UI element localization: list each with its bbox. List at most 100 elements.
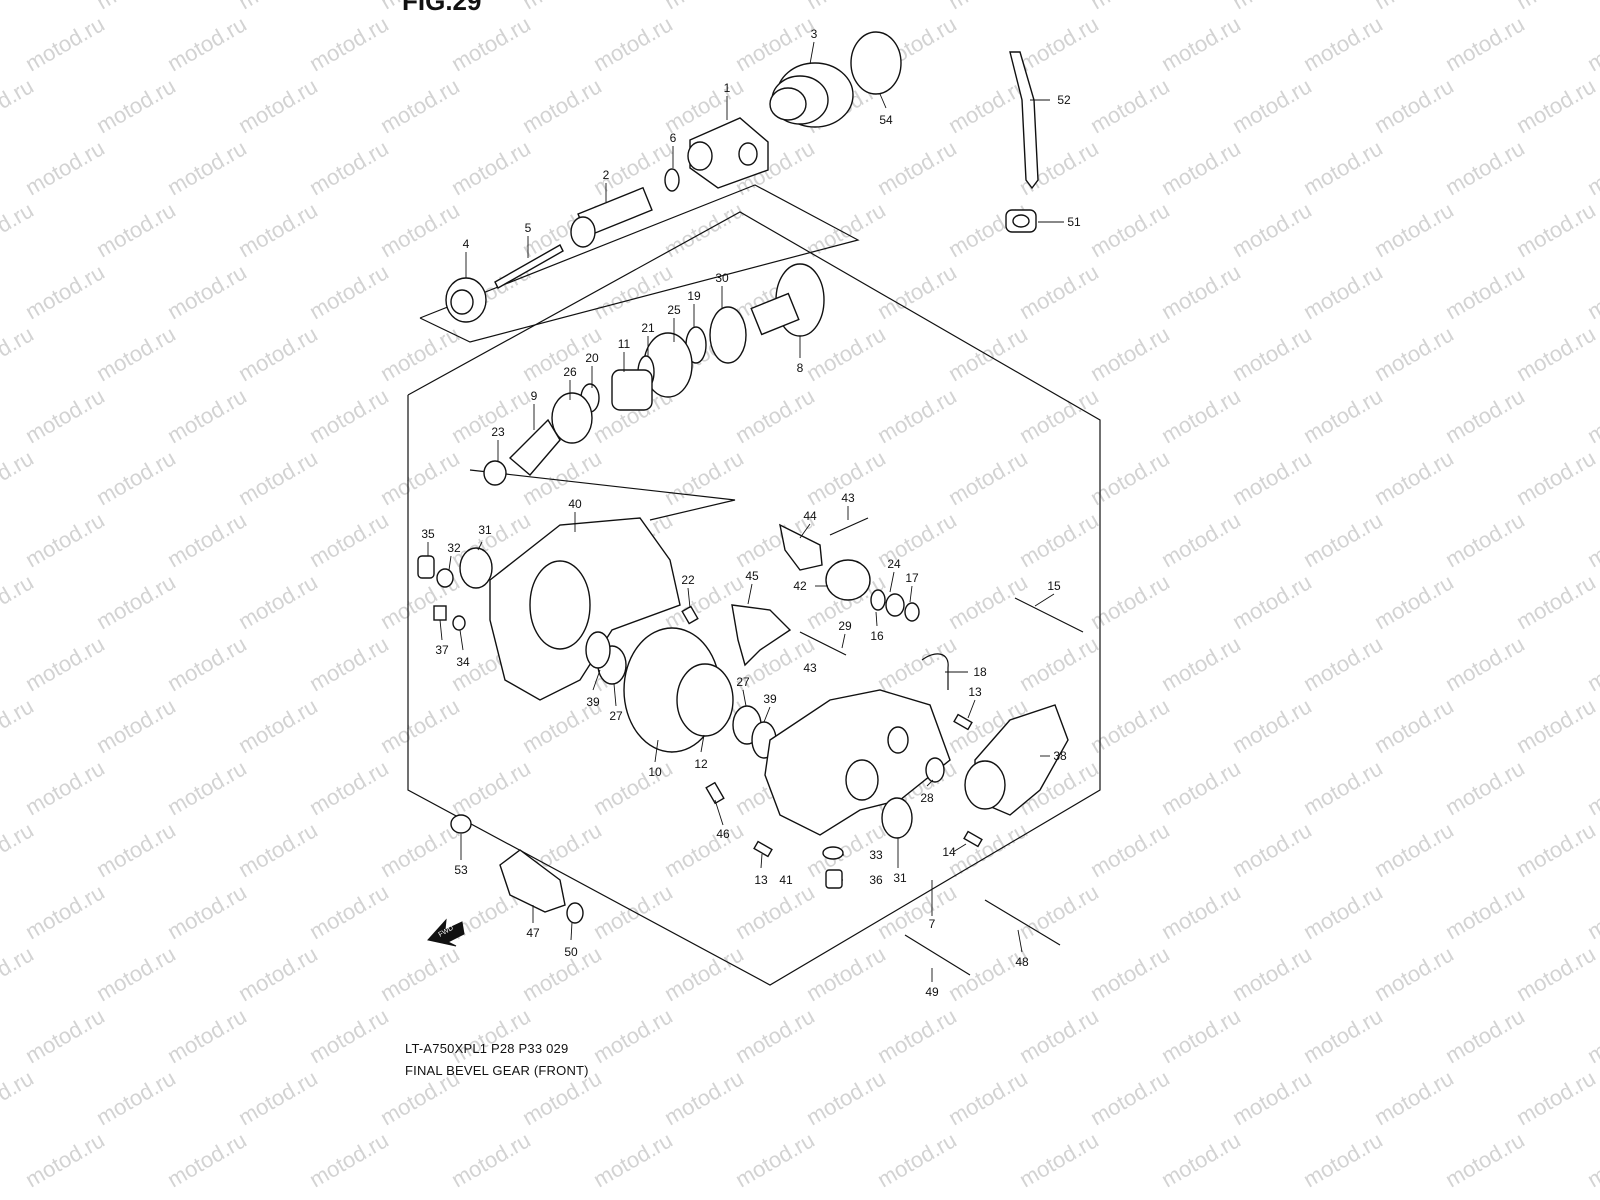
watermark-text: motod.ru bbox=[1157, 755, 1245, 820]
breather-hose-part bbox=[921, 653, 949, 690]
watermark-text: motod.ru bbox=[21, 879, 109, 944]
bolt-14-part bbox=[963, 830, 983, 848]
watermark-text: motod.ru bbox=[163, 507, 251, 572]
watermark-text: motod.ru bbox=[1512, 321, 1600, 386]
watermark-text: motod.ru bbox=[0, 321, 38, 386]
watermark-text: motod.ru bbox=[0, 445, 38, 510]
watermark-text: motod.ru bbox=[1086, 73, 1174, 138]
callout-c39a: 39 bbox=[586, 695, 600, 709]
dowel-pin-part bbox=[705, 781, 725, 805]
callout-c43a: 43 bbox=[841, 491, 855, 505]
callout-c45: 45 bbox=[745, 569, 759, 583]
callout-c20: 20 bbox=[585, 351, 599, 365]
watermark-text: motod.ru bbox=[21, 507, 109, 572]
case-bolt-part bbox=[433, 605, 447, 621]
callout-c18: 18 bbox=[973, 665, 987, 679]
callout-c21: 21 bbox=[641, 321, 655, 335]
watermark-text: motod.ru bbox=[802, 1065, 890, 1130]
callout-c53: 53 bbox=[454, 863, 468, 877]
watermark-text: motod.ru bbox=[1299, 879, 1387, 944]
watermark-text: motod.ru bbox=[660, 0, 748, 14]
watermark-text: motod.ru bbox=[1299, 1127, 1387, 1192]
watermark-text: motod.ru bbox=[1299, 11, 1387, 76]
watermark-text: motod.ru bbox=[1370, 0, 1458, 14]
watermark-text: motod.ru bbox=[1015, 1003, 1103, 1068]
watermark-text: motod.ru bbox=[1583, 135, 1600, 200]
watermark-text: motod.ru bbox=[376, 445, 464, 510]
watermark-text: motod.ru bbox=[234, 0, 322, 14]
callout-c4: 4 bbox=[463, 237, 470, 251]
watermark-text: motod.ru bbox=[234, 321, 322, 386]
watermark-text: motod.ru bbox=[873, 135, 961, 200]
watermark-text: motod.ru bbox=[1583, 11, 1600, 76]
spring-part bbox=[494, 244, 564, 289]
watermark-text: motod.ru bbox=[1086, 569, 1174, 634]
watermark-text: motod.ru bbox=[518, 941, 606, 1006]
callout-c13a: 13 bbox=[968, 685, 982, 699]
callout-c3: 3 bbox=[811, 27, 818, 41]
callout-c2: 2 bbox=[603, 168, 610, 182]
watermark-text: motod.ru bbox=[660, 817, 748, 882]
fork-shaft-part bbox=[829, 517, 869, 536]
case-oil-seal-part bbox=[459, 547, 493, 589]
watermark-text: motod.ru bbox=[305, 507, 393, 572]
watermark-text: motod.ru bbox=[1015, 879, 1103, 944]
watermark-text: motod.ru bbox=[1512, 569, 1600, 634]
callout-c8: 8 bbox=[797, 361, 804, 375]
watermark-text: motod.ru bbox=[1441, 259, 1529, 324]
bolt-13-upper-part bbox=[953, 713, 973, 731]
watermark-text: motod.ru bbox=[1299, 259, 1387, 324]
diagram-title-caption: FINAL BEVEL GEAR (FRONT) bbox=[405, 1063, 589, 1078]
callout-c33: 33 bbox=[869, 848, 883, 862]
watermark-text: motod.ru bbox=[1228, 817, 1316, 882]
watermark-text: motod.ru bbox=[518, 73, 606, 138]
axle-clamp-part bbox=[566, 902, 584, 924]
diff-fork-part bbox=[731, 604, 792, 667]
watermark-text: motod.ru bbox=[163, 1127, 251, 1192]
watermark-text: motod.ru bbox=[376, 941, 464, 1006]
watermark-text: motod.ru bbox=[376, 73, 464, 138]
watermark-text: motod.ru bbox=[163, 755, 251, 820]
watermark-text: motod.ru bbox=[1441, 631, 1529, 696]
callout-c38: 38 bbox=[1053, 749, 1067, 763]
watermark-text: motod.ru bbox=[21, 259, 109, 324]
watermark-text: motod.ru bbox=[1512, 817, 1600, 882]
watermark-text: motod.ru bbox=[163, 11, 251, 76]
forward-arrow: FWD bbox=[427, 918, 465, 947]
watermark-text: motod.ru bbox=[447, 11, 535, 76]
watermark-text: motod.ru bbox=[1157, 879, 1245, 944]
watermark-text: motod.ru bbox=[1157, 631, 1245, 696]
callout-c6: 6 bbox=[670, 131, 677, 145]
housing-bore bbox=[845, 759, 879, 801]
watermark-text: motod.ru bbox=[376, 0, 464, 14]
callout-c10: 10 bbox=[648, 765, 662, 779]
watermark-text: motod.ru bbox=[305, 1003, 393, 1068]
callout-c29: 29 bbox=[838, 619, 852, 633]
watermark-text: motod.ru bbox=[234, 73, 322, 138]
bolt-15-part bbox=[1014, 597, 1084, 633]
watermark-text: motod.ru bbox=[1441, 135, 1529, 200]
callout-c22: 22 bbox=[681, 573, 695, 587]
watermark-text: motod.ru bbox=[376, 321, 464, 386]
model-code-caption: LT-A750XPL1 P28 P33 029 bbox=[405, 1041, 569, 1056]
shift-cam-part bbox=[825, 559, 871, 601]
watermark-text: motod.ru bbox=[163, 631, 251, 696]
watermark-text: motod.ru bbox=[1228, 197, 1316, 262]
callout-c25: 25 bbox=[667, 303, 681, 317]
watermark-text: motod.ru bbox=[234, 197, 322, 262]
watermark-text: motod.ru bbox=[92, 321, 180, 386]
watermark-text: motod.ru bbox=[0, 197, 38, 262]
watermark-text: motod.ru bbox=[92, 817, 180, 882]
callout-c52: 52 bbox=[1057, 93, 1071, 107]
watermark-text: motod.ru bbox=[305, 1127, 393, 1192]
housing-o-ring-part bbox=[925, 757, 945, 783]
watermark-text: motod.ru bbox=[1441, 755, 1529, 820]
watermark-text: motod.ru bbox=[305, 259, 393, 324]
callout-c40: 40 bbox=[568, 497, 582, 511]
clip-part bbox=[1005, 209, 1037, 233]
watermark-text: motod.ru bbox=[518, 0, 606, 14]
watermark-text: motod.ru bbox=[163, 879, 251, 944]
watermark-text: motod.ru bbox=[0, 693, 38, 758]
